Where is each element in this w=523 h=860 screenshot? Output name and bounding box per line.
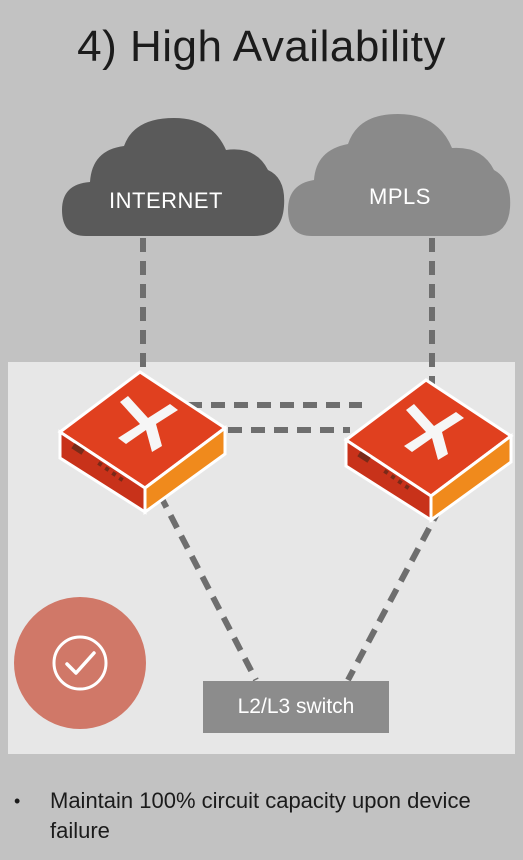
check-badge bbox=[14, 597, 146, 729]
internet-cloud bbox=[62, 118, 285, 236]
l2-l3-switch: L2/L3 switch bbox=[203, 681, 389, 733]
network-links bbox=[140, 238, 443, 682]
right-switch-link bbox=[345, 506, 443, 682]
internet-cloud-label: INTERNET bbox=[109, 188, 223, 213]
sd-wan-appliance-icon bbox=[343, 378, 514, 523]
bullet-item: • Maintain 100% circuit capacity upon de… bbox=[14, 786, 514, 846]
page-title: 4) High Availability bbox=[77, 22, 446, 71]
switch-label: L2/L3 switch bbox=[237, 695, 355, 718]
bullet-text: Maintain 100% circuit capacity upon devi… bbox=[50, 788, 471, 843]
bullet-dot: • bbox=[14, 791, 21, 811]
mpls-cloud bbox=[288, 114, 511, 236]
left-switch-link bbox=[157, 493, 259, 682]
check-icon bbox=[52, 635, 108, 691]
sd-wan-appliance-icon bbox=[57, 370, 228, 515]
mpls-cloud-label: MPLS bbox=[369, 184, 431, 209]
